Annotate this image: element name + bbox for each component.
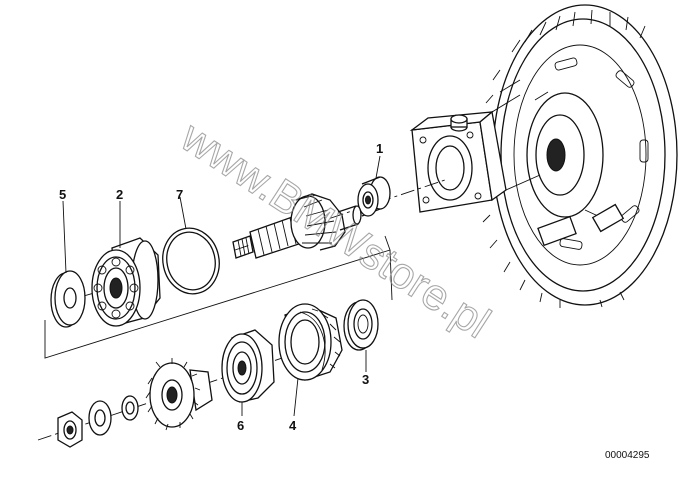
gearbox-housing xyxy=(409,4,678,308)
part-5-washer xyxy=(50,200,86,328)
callout-4: 4 xyxy=(289,418,297,433)
part-4-threaded-ring xyxy=(278,303,343,417)
callout-7: 7 xyxy=(176,187,183,202)
hex-nut xyxy=(57,411,83,448)
callout-2: 2 xyxy=(116,187,123,202)
callout-3: 3 xyxy=(362,372,369,387)
small-washer-a xyxy=(121,395,139,421)
part-6-bearing xyxy=(221,329,275,416)
drive-gear xyxy=(145,358,213,431)
part-1-bearing xyxy=(357,155,391,217)
part-7-o-ring xyxy=(162,196,220,295)
diagram-code: 00004295 xyxy=(605,450,650,461)
part-3-seal xyxy=(343,299,379,372)
callout-5: 5 xyxy=(59,187,66,202)
pinion-shaft xyxy=(232,193,362,259)
callout-1: 1 xyxy=(376,141,383,156)
part-2-roller-bearing xyxy=(91,201,161,327)
small-washer-b xyxy=(88,400,112,436)
callout-6: 6 xyxy=(237,418,244,433)
